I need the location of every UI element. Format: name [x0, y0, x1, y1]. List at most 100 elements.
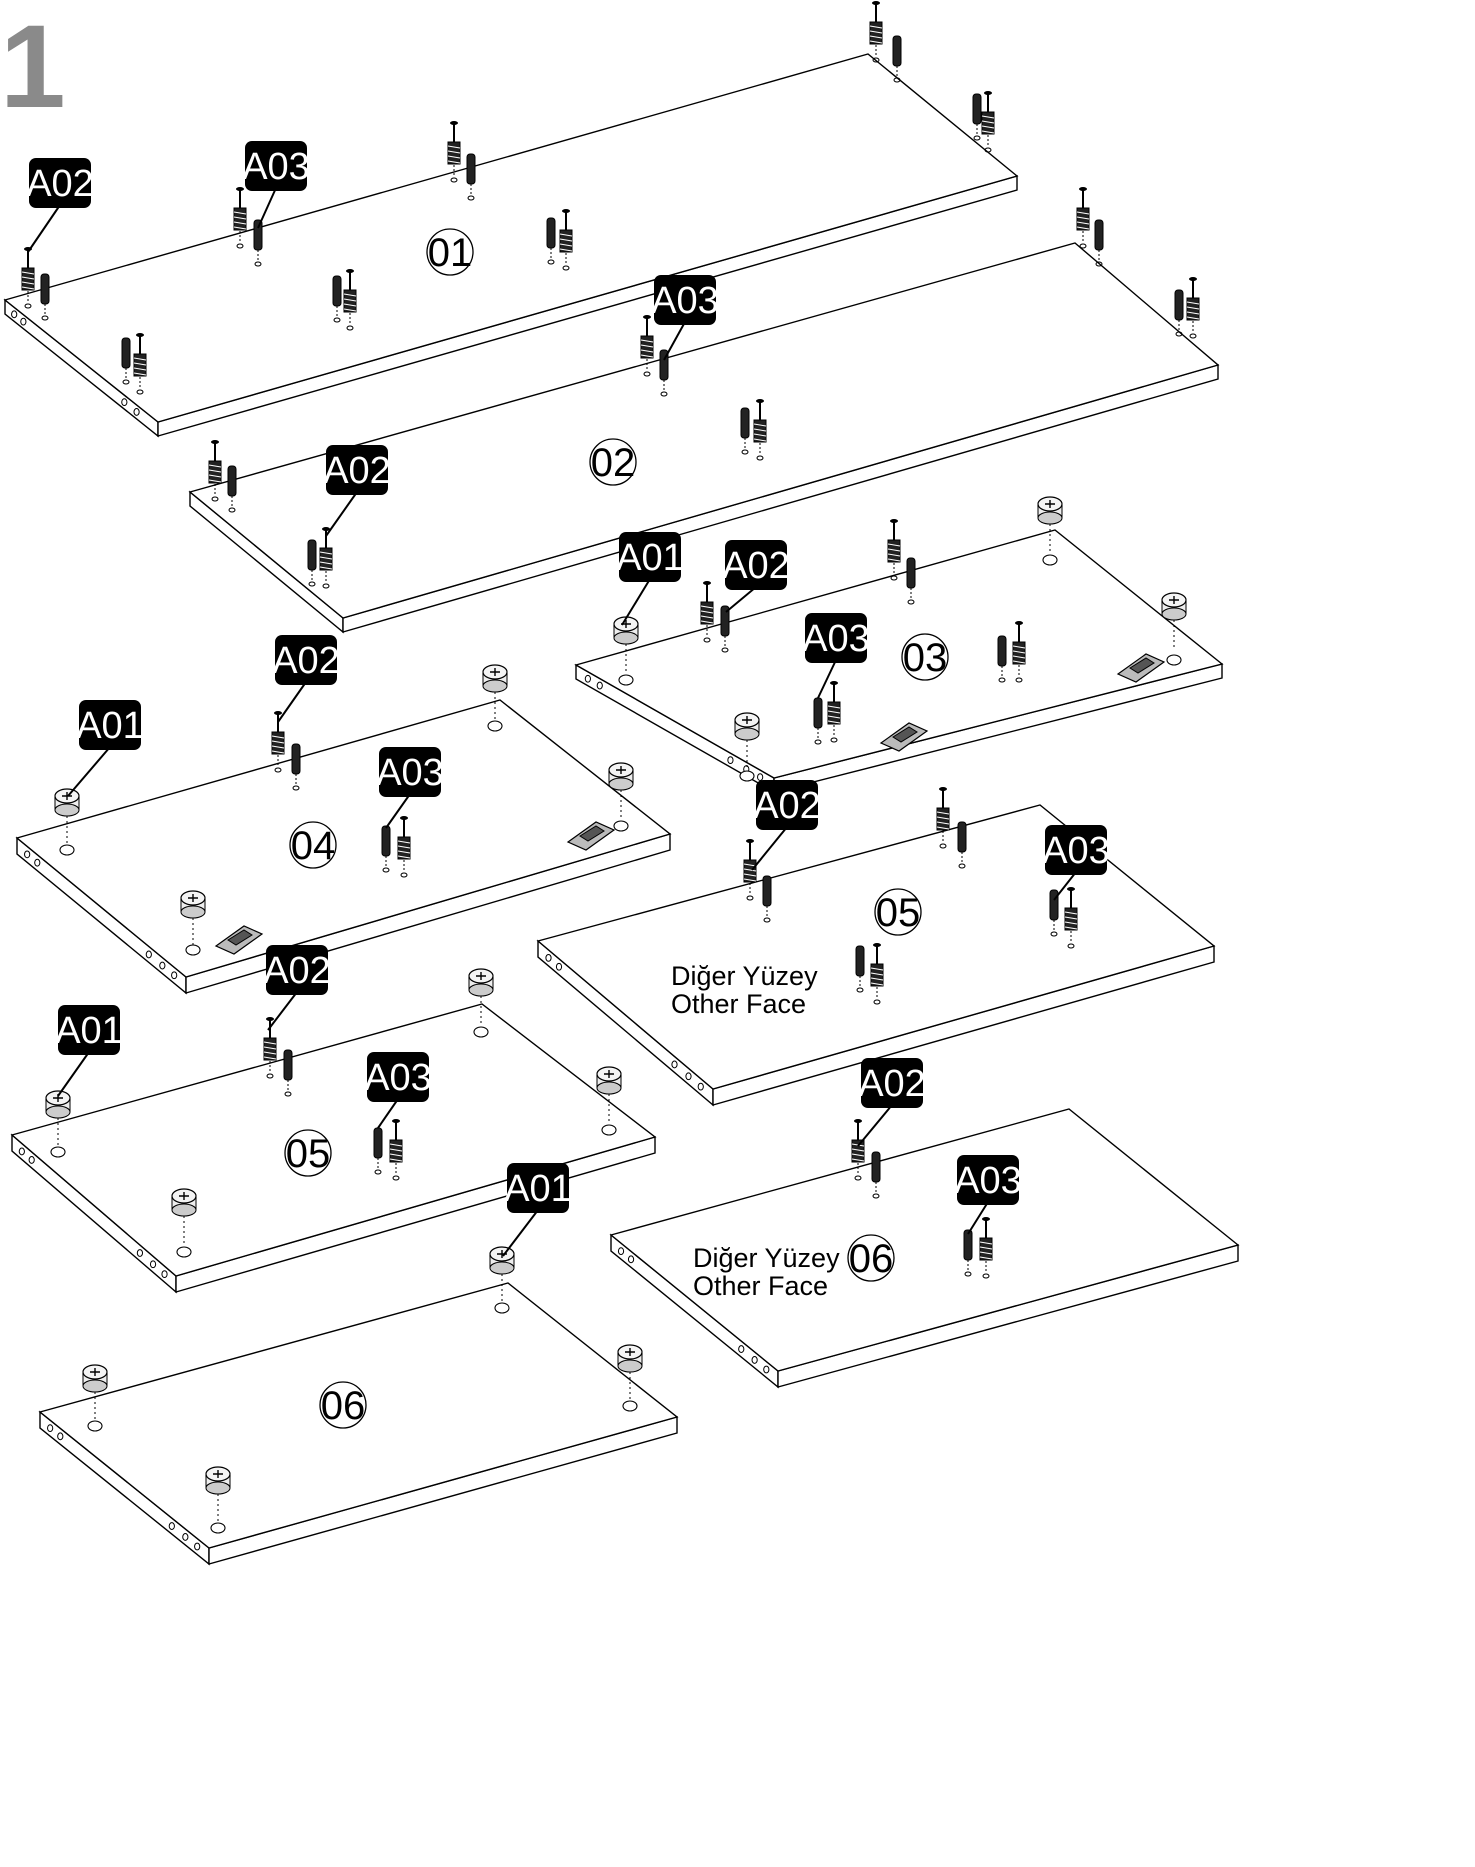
cam-lock-icon [468, 968, 494, 1024]
edge-hole [47, 1424, 54, 1433]
panel-label-circle [284, 1129, 332, 1177]
hinge-plate-icon [566, 821, 616, 851]
wood-dowel-icon [906, 557, 916, 605]
tag-box [326, 445, 388, 495]
panel-label: 05 [876, 891, 921, 935]
tag-box [725, 540, 787, 590]
leader-line [57, 1051, 90, 1097]
panel-top-face [188, 242, 1220, 619]
wood-dowel-icon [283, 1049, 293, 1097]
tag-label: A02 [323, 450, 391, 492]
face-note-line: Diğer Yüzey [693, 1243, 840, 1273]
cam-bolt-icon [559, 209, 573, 271]
wood-dowel-icon [997, 635, 1007, 683]
part-tag-a03: A03 [651, 275, 719, 361]
panel-top-face [609, 1108, 1240, 1372]
leader-line [377, 1098, 399, 1129]
tag-box [367, 1052, 429, 1102]
wood-dowel-icon [291, 743, 301, 791]
part-tag-a02: A02 [323, 445, 391, 537]
edge-hole [685, 1072, 692, 1081]
cam-lock-icon [1037, 496, 1063, 552]
wood-dowel-icon [381, 825, 391, 873]
tag-box [29, 158, 91, 208]
tag-label: A03 [651, 280, 719, 322]
edge-hole [133, 408, 140, 416]
edge-hole [11, 310, 18, 319]
edge-hole [28, 1156, 35, 1164]
wood-dowel-icon [1174, 289, 1184, 337]
tag-label: A01 [504, 1168, 572, 1210]
hinge-plate-icon [214, 925, 264, 955]
cam-lock-icon [608, 762, 634, 818]
cam-bolt-icon [1076, 187, 1090, 249]
panel-label-circle [874, 888, 922, 936]
panel-label-circle [426, 228, 474, 276]
tag-label: A02 [753, 785, 821, 827]
cam-lock-icon [596, 1066, 622, 1122]
cam-lock-icon [489, 1246, 515, 1302]
cam-bolt-icon [827, 681, 841, 743]
drill-hole [618, 674, 634, 686]
wood-dowel-icon [871, 1151, 881, 1199]
cam-lock-icon [45, 1090, 71, 1146]
cam-bolt-icon [389, 1119, 403, 1181]
wood-dowel-icon [762, 875, 772, 923]
cam-lock-icon [1161, 592, 1187, 648]
cam-bolt-icon [887, 519, 901, 581]
tag-label: A03 [954, 1160, 1022, 1202]
panel-top-face [15, 699, 672, 978]
panel-label: 02 [591, 441, 636, 485]
edge-hole [757, 773, 764, 781]
edge-hole [555, 962, 563, 971]
tag-box [861, 1058, 923, 1108]
cam-bolt-icon [343, 269, 357, 331]
tag-box [379, 747, 441, 797]
cam-bolt-icon [271, 711, 285, 773]
part-tag-a03: A03 [954, 1155, 1022, 1235]
edge-hole [596, 681, 603, 690]
wood-dowel-icon [546, 217, 556, 265]
part-tag-a02: A02 [272, 635, 340, 723]
drill-hole [622, 1400, 638, 1412]
tag-box [245, 141, 307, 191]
edge-hole [763, 1365, 770, 1374]
wood-dowel-icon [813, 697, 823, 745]
leader-line [257, 187, 277, 229]
part-tag-a03: A03 [1042, 825, 1110, 901]
part-tag-a01: A01 [502, 1163, 572, 1257]
leader-line [967, 1201, 989, 1235]
leader-line [751, 826, 788, 871]
wood-dowel-icon [253, 219, 263, 267]
wood-dowel-icon [892, 35, 902, 83]
panel-label-circle [319, 1381, 367, 1429]
cam-bolt-icon [979, 1217, 993, 1279]
cam-bolt-icon [869, 1, 883, 63]
wood-dowel-icon [855, 945, 865, 993]
wood-dowel-icon [40, 273, 50, 321]
leader-line [325, 491, 358, 537]
part-tag-a02: A02 [263, 945, 331, 1031]
tag-box [58, 1005, 120, 1055]
edge-hole [617, 1247, 625, 1256]
cam-lock-icon [171, 1188, 197, 1244]
leader-line [725, 586, 757, 613]
leader-line [621, 578, 651, 626]
edge-hole [584, 674, 591, 683]
cam-bolt-icon [1064, 887, 1078, 949]
drill-hole [50, 1146, 66, 1158]
drill-hole [601, 1124, 617, 1136]
tag-label: A03 [802, 618, 870, 660]
tag-label: A01 [616, 537, 684, 579]
wood-dowel-icon [332, 275, 342, 323]
wood-dowel-icon [121, 337, 131, 385]
hinge-plate-icon [879, 722, 929, 752]
part-tag-a03: A03 [242, 141, 310, 229]
cam-bolt-icon [743, 839, 757, 901]
edge-hole [168, 1522, 175, 1530]
cam-bolt-icon [1012, 621, 1026, 683]
drill-hole [87, 1420, 103, 1432]
